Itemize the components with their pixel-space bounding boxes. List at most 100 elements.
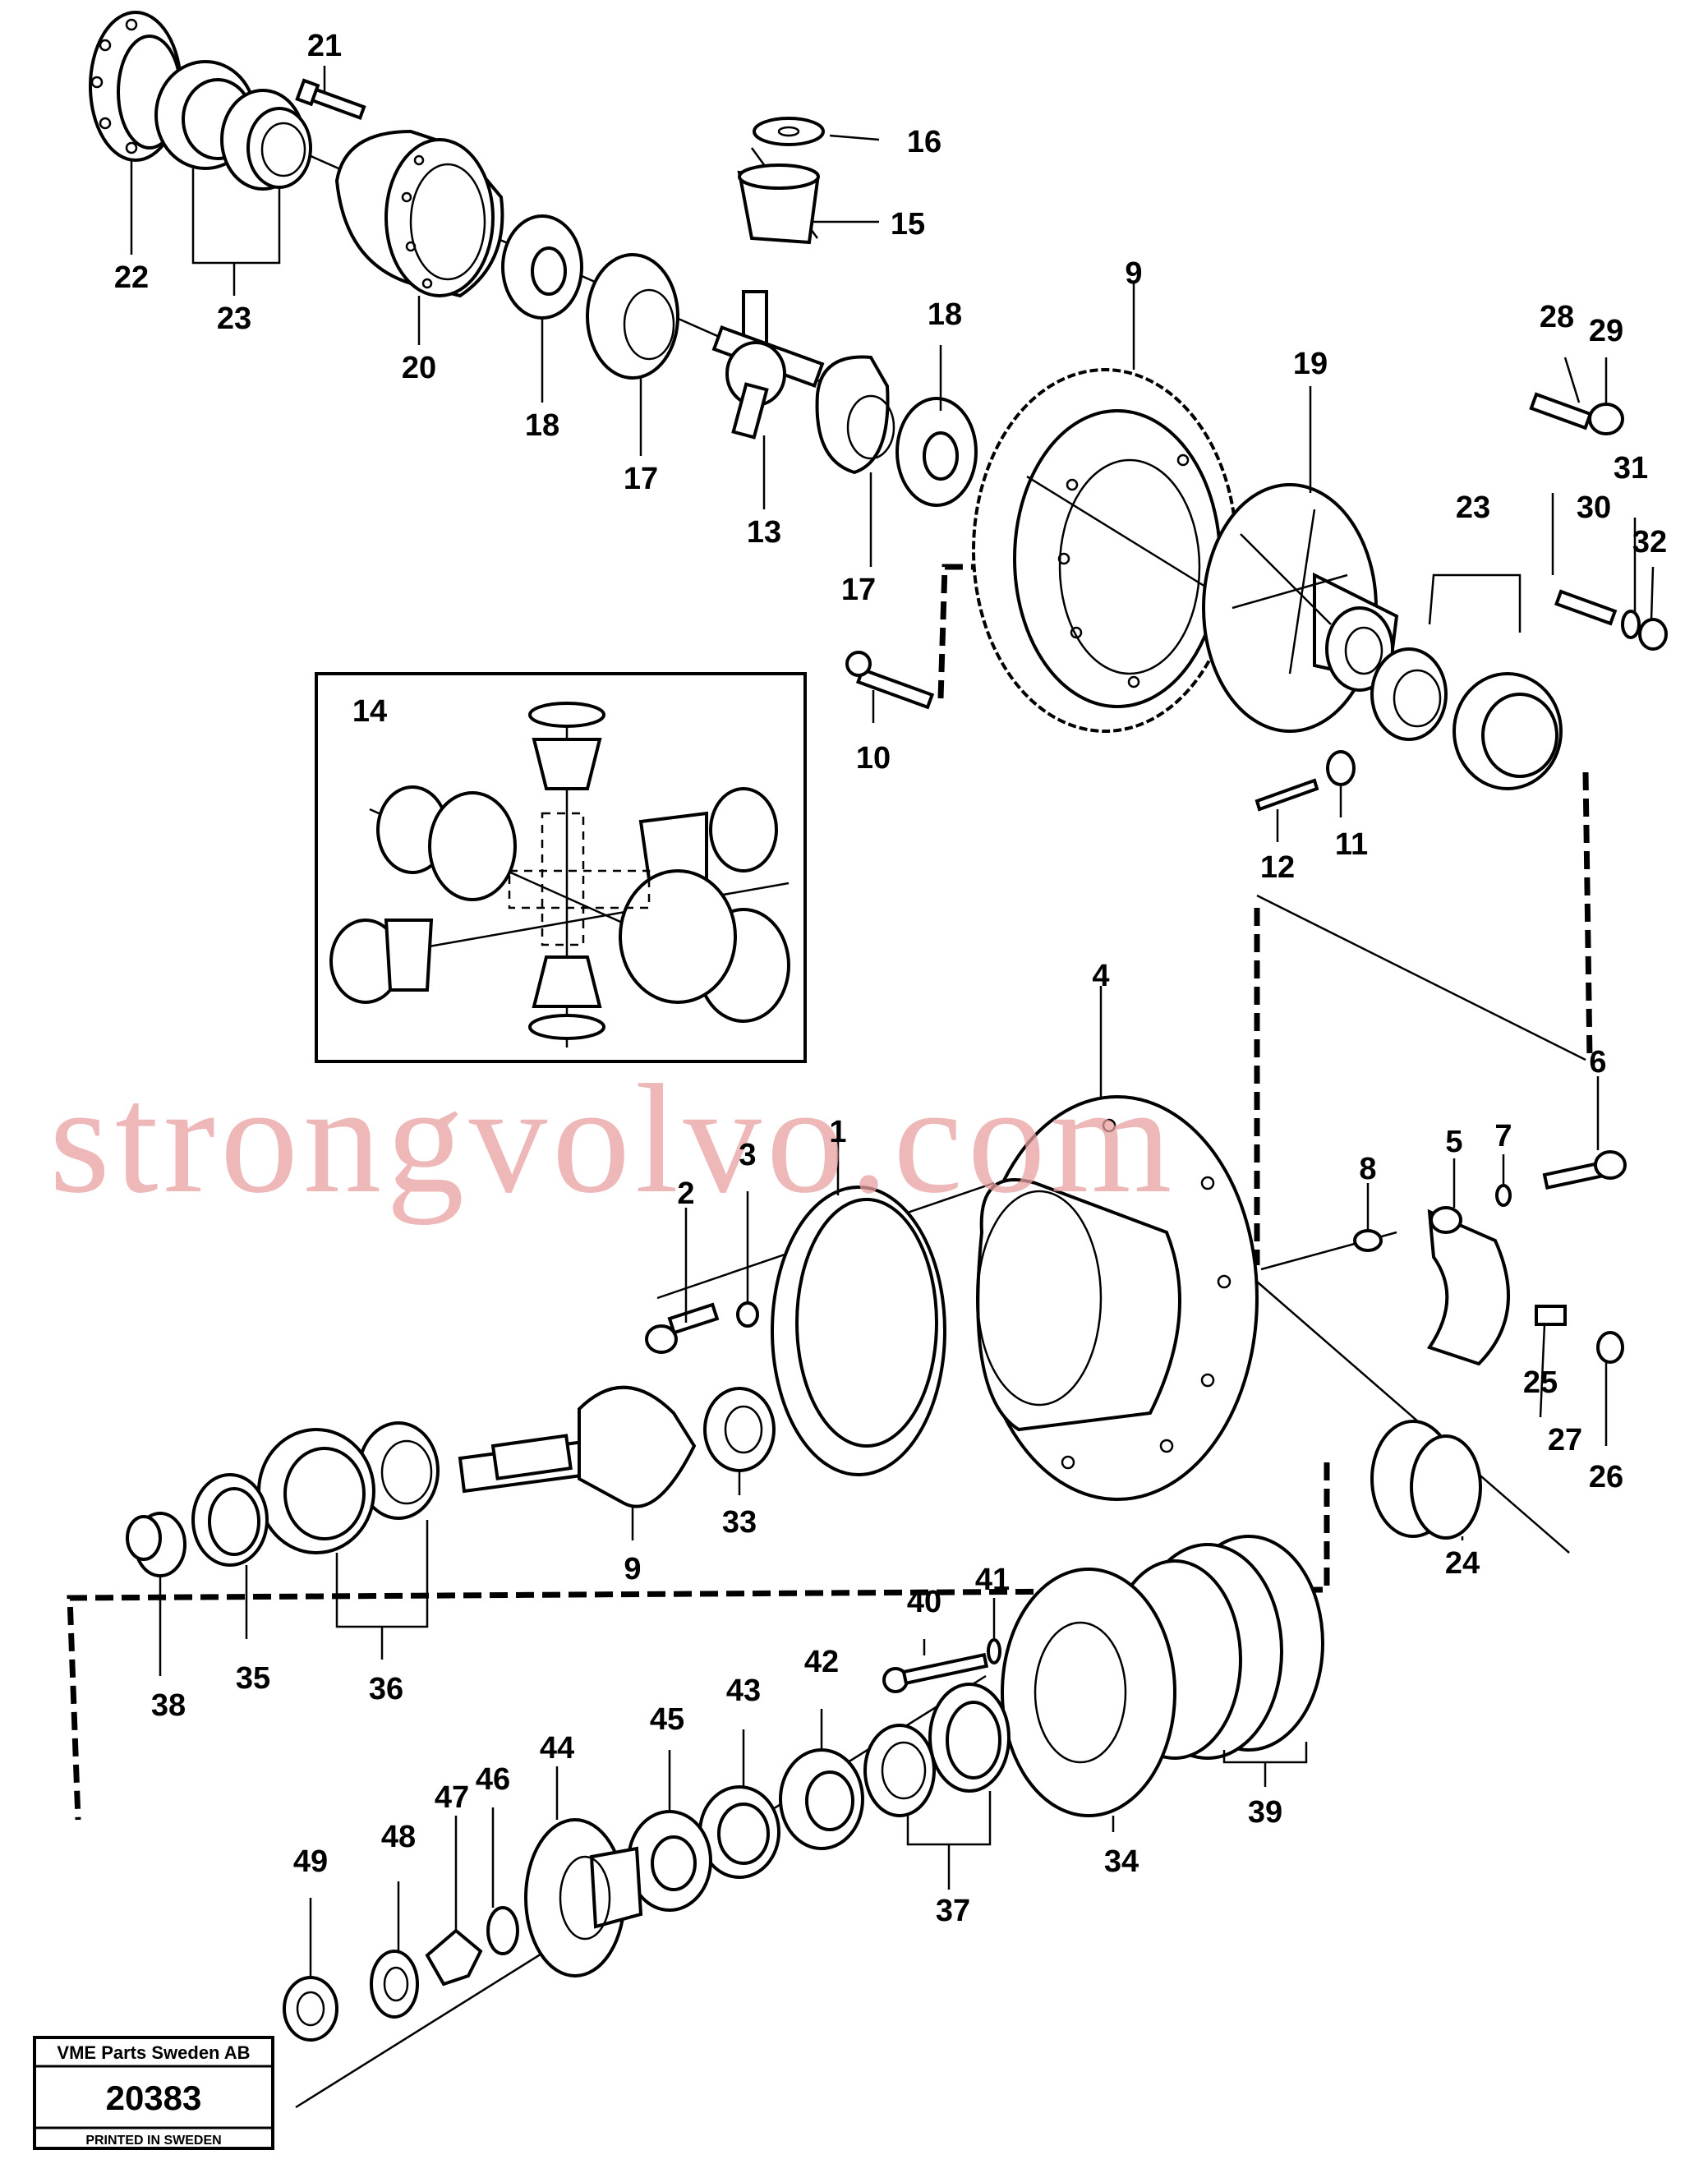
- label-14: 14: [352, 694, 387, 729]
- label-31: 31: [1614, 451, 1648, 486]
- label-7: 7: [1494, 1119, 1512, 1153]
- part-spacer-38: [126, 1512, 186, 1577]
- label-39: 39: [1248, 1795, 1282, 1830]
- part-nut-49: [283, 1976, 338, 2042]
- label-5: 5: [1445, 1125, 1462, 1159]
- part-nut-29: [1588, 403, 1624, 435]
- label-20: 20: [402, 351, 436, 385]
- dashed-leader-carrier-right: [1582, 771, 1593, 1061]
- label-36: 36: [369, 1672, 403, 1706]
- part-diff-carrier-19: [1202, 483, 1399, 733]
- part-housing-4: [976, 1095, 1259, 1501]
- label-41: 41: [975, 1563, 1010, 1597]
- part-bearing-33: [703, 1387, 776, 1472]
- part-stud-30: [1554, 589, 1618, 626]
- label-32: 32: [1632, 525, 1667, 559]
- part-side-gear-17-right: [815, 355, 895, 475]
- label-8: 8: [1359, 1152, 1376, 1186]
- label-21: 21: [307, 29, 342, 63]
- label-17-right: 17: [841, 573, 876, 607]
- part-lock-washer-47: [425, 1928, 483, 1987]
- part-diff-case-20: [334, 129, 504, 298]
- part-washer-46: [486, 1906, 519, 1955]
- title-stamp: VME Parts Sweden AB 20383 PRINTED IN SWE…: [33, 2036, 274, 2150]
- part-bearing-race-37: [928, 1683, 1011, 1793]
- part-thrust-washer-18-right: [895, 397, 978, 507]
- part-side-gear-17-left: [586, 253, 679, 380]
- label-46: 46: [476, 1762, 510, 1797]
- part-washer-3: [736, 1301, 759, 1328]
- part-cap-5: [1426, 1206, 1510, 1366]
- part-split-pin-12: [1255, 778, 1319, 812]
- label-19: 19: [1293, 347, 1328, 381]
- label-35: 35: [236, 1661, 270, 1696]
- part-pinion-9: [458, 1385, 697, 1508]
- label-2: 2: [677, 1176, 694, 1211]
- part-flange-44: [524, 1818, 643, 1978]
- part-housing-34: [1001, 1568, 1176, 1817]
- label-38: 38: [151, 1688, 186, 1723]
- label-9-bottom: 9: [624, 1552, 641, 1586]
- label-3: 3: [739, 1138, 756, 1172]
- axis-line-lock: [1256, 1281, 1570, 1554]
- label-26: 26: [1589, 1460, 1623, 1494]
- label-29: 29: [1589, 314, 1623, 348]
- label-43: 43: [726, 1674, 761, 1708]
- leader-thin-connection: [1256, 894, 1586, 1061]
- label-18-right: 18: [928, 297, 962, 332]
- part-washer-16: [753, 117, 825, 146]
- label-13: 13: [747, 515, 781, 550]
- part-nut-32: [1638, 618, 1668, 651]
- part-pinion-gear-15: [737, 163, 820, 245]
- part-ring-43: [698, 1785, 780, 1879]
- part-nut-11: [1326, 750, 1356, 786]
- label-47: 47: [435, 1780, 469, 1815]
- part-bearing-cone-37: [863, 1724, 936, 1817]
- label-16: 16: [907, 125, 941, 159]
- part-adjusting-nut-24: [1370, 1420, 1482, 1540]
- part-seal-42: [779, 1748, 864, 1850]
- part-seal-45: [627, 1810, 712, 1912]
- part-ring-gear-9: [972, 368, 1238, 733]
- stamp-number: 20383: [106, 2079, 202, 2117]
- label-33: 33: [722, 1505, 757, 1540]
- label-34: 34: [1104, 1844, 1139, 1879]
- label-48: 48: [381, 1820, 416, 1854]
- part-bearing-cone-23-right: [1370, 647, 1448, 741]
- part-bolt-40: [882, 1652, 989, 1693]
- part-bearing-cone-23-top: [220, 89, 312, 191]
- stamp-company: VME Parts Sweden AB: [57, 2042, 250, 2063]
- part-washer-41: [987, 1638, 1001, 1664]
- label-27: 27: [1548, 1423, 1582, 1457]
- part-bearing-cup-1: [771, 1186, 946, 1476]
- label-23-top: 23: [217, 302, 251, 336]
- label-28: 28: [1540, 300, 1574, 334]
- label-42: 42: [804, 1645, 839, 1679]
- label-30: 30: [1577, 490, 1611, 525]
- part-washer-7: [1495, 1184, 1512, 1207]
- label-24: 24: [1445, 1546, 1480, 1581]
- label-4: 4: [1092, 959, 1109, 993]
- part-shim-35: [191, 1473, 269, 1567]
- stamp-printed: PRINTED IN SWEDEN: [85, 2134, 221, 2148]
- label-45: 45: [650, 1702, 684, 1737]
- label-11: 11: [1335, 827, 1368, 862]
- part-lock-plate-27: [1535, 1305, 1567, 1326]
- label-15: 15: [891, 207, 925, 242]
- label-18-left: 18: [525, 408, 559, 443]
- label-23-right: 23: [1456, 490, 1490, 525]
- label-44: 44: [540, 1731, 574, 1766]
- label-10: 10: [856, 741, 891, 776]
- part-sleeve-8: [1353, 1229, 1383, 1252]
- label-12: 12: [1260, 850, 1295, 885]
- label-40: 40: [907, 1585, 941, 1619]
- label-22: 22: [114, 260, 149, 295]
- label-9-top: 9: [1125, 256, 1142, 291]
- part-washer-31: [1621, 610, 1641, 639]
- watermark-text: strongvolvo.com: [49, 1053, 1176, 1226]
- part-bolt-6: [1542, 1150, 1627, 1190]
- label-6: 6: [1589, 1045, 1606, 1080]
- part-bolt-21: [295, 78, 366, 120]
- part-bearing-race-23-right: [1452, 672, 1563, 790]
